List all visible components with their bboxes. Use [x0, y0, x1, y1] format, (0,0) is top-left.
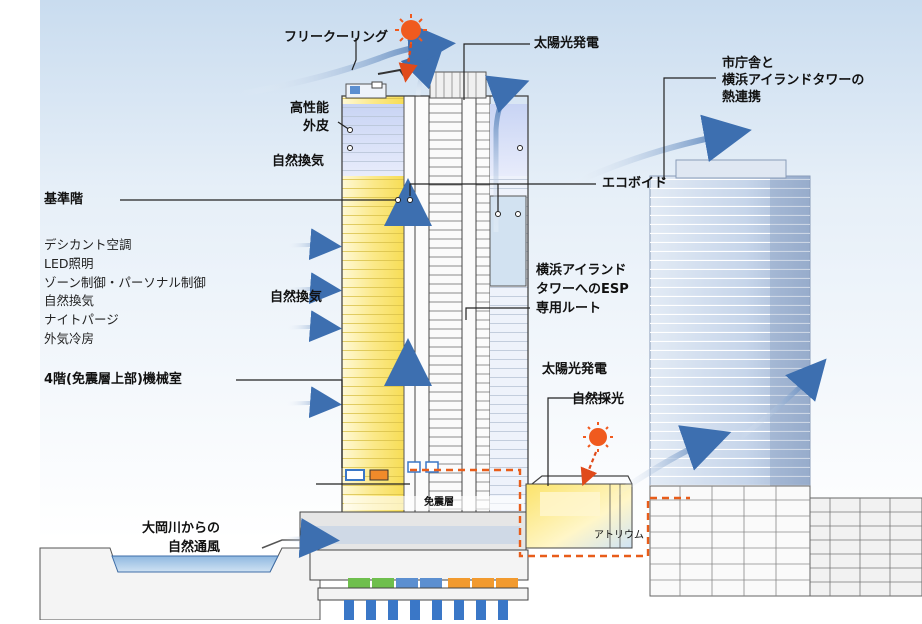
feature-item: 外気冷房 [44, 330, 95, 346]
label-standard-floor: 基準階 [44, 192, 84, 207]
label-high-perf-2: 外皮 [303, 118, 330, 134]
label-heat-link-2: 横浜アイランドタワーの [722, 72, 865, 88]
label-high-performance-skin: 高性能 外皮 [290, 100, 329, 135]
rooftop-solar-structure [429, 71, 487, 99]
label-atrium: アトリウム [594, 530, 644, 541]
mech-unit-orange [369, 469, 389, 481]
label-esp-route: 横浜アイランド タワーへのESP 専用ルート [536, 262, 629, 319]
feature-item: デシカント空調 [44, 237, 132, 252]
label-heat-link: 市庁舎と 横浜アイランドタワーの 熱連携 [722, 56, 864, 107]
equipment-green-1 [348, 578, 370, 588]
label-free-cooling: フリークーリング [284, 30, 389, 45]
label-natural-vent-mid: 自然換気 [270, 290, 323, 305]
equipment-orange-1 [448, 578, 470, 588]
label-high-perf-1: 高性能 [290, 101, 330, 116]
label-solar-atrium: 太陽光発電 [542, 362, 608, 377]
esp-route-dashed [410, 468, 690, 558]
label-solar-top: 太陽光発電 [534, 36, 600, 51]
feature-item: 自然換気 [44, 293, 95, 309]
label-heat-link-3: 熱連携 [722, 89, 762, 105]
label-seismic-layer: 免震層 [424, 497, 454, 508]
label-eco-void: エコボイド [602, 176, 668, 191]
label-esp-2: タワーへのESP [536, 281, 629, 297]
label-natural-vent-top: 自然換気 [272, 154, 325, 169]
heat-link-airflow [558, 114, 752, 193]
mech-unit-blue [345, 469, 365, 481]
feature-item: LED照明 [44, 255, 94, 271]
feature-item: ゾーン制御・パーソナル制御 [44, 274, 206, 290]
feature-list: デシカント空調 LED照明ゾーン制御・パーソナル制御自然換気ナイトパージ外気冷房 [44, 236, 206, 349]
label-esp-3: 専用ルート [536, 300, 602, 316]
label-daylight: 自然採光 [572, 392, 625, 407]
atrium-airflow [608, 425, 732, 501]
feature-item: ナイトパージ [44, 312, 119, 327]
label-river-1: 大岡川からの [142, 521, 221, 536]
sun-icon-atrium [583, 422, 613, 452]
label-river-wind: 大岡川からの 自然通風 [142, 520, 220, 558]
foundation-piles [344, 600, 508, 620]
free-cooling-airflow [239, 22, 456, 97]
leader-lines [120, 38, 716, 486]
label-river-2: 自然通風 [168, 539, 221, 555]
island-tower-podium [649, 485, 811, 597]
river-water [111, 555, 279, 573]
low-building-right [807, 497, 922, 597]
river-wind-airflow [279, 518, 340, 558]
label-heat-link-1: 市庁舎と [722, 56, 775, 71]
basement [309, 549, 529, 581]
label-machine-room: 4階(免震層上部)機械室 [44, 372, 182, 387]
label-esp-1: 横浜アイランド [536, 263, 627, 278]
